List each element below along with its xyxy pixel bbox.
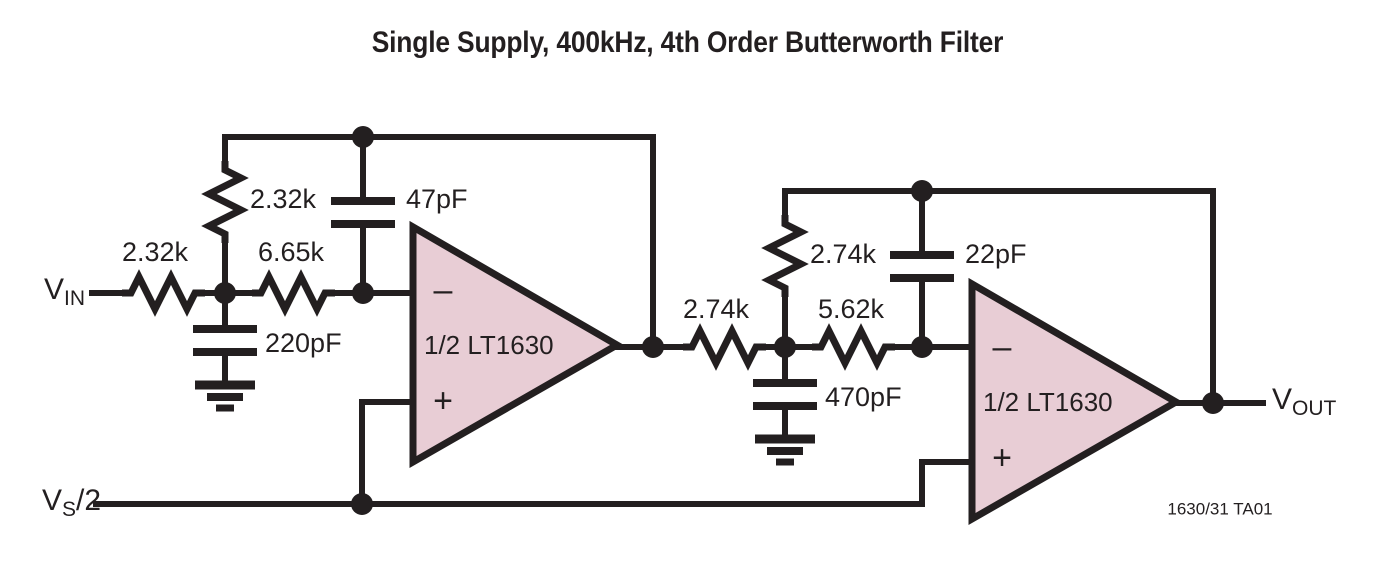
label-c47-value: 47pF — [406, 184, 468, 214]
label-r2-value: 2.32k — [250, 184, 317, 214]
junction-dot-output-2 — [1202, 392, 1224, 414]
opamp-2-label: 1/2 LT1630 — [983, 387, 1113, 417]
junction-dot-output-1 — [642, 336, 664, 358]
label-r6-value: 5.62k — [818, 294, 885, 324]
label-r1-value: 2.32k — [122, 237, 189, 267]
label-doc-code: 1630/31 TA01 — [1167, 499, 1272, 518]
opamp-1-body — [409, 220, 625, 469]
resistor-r4-series-symbol — [683, 323, 766, 371]
label-r4-value: 2.74k — [683, 294, 750, 324]
label-vout: VOUT — [1272, 383, 1337, 420]
junction-dot-c22-rail — [911, 180, 933, 202]
resistor-r6-symbol — [812, 323, 895, 371]
figure-title: Single Supply, 400kHz, 4th Order Butterw… — [371, 26, 1004, 59]
opamp-1-inverting-sign: – — [434, 271, 453, 309]
wire-opamp2-plus-to-vs2 — [359, 459, 975, 507]
junction-dot-c47-rail — [352, 126, 374, 148]
label-c470-value: 470pF — [825, 382, 902, 412]
opamp-1-label: 1/2 LT1630 — [424, 330, 554, 360]
resistor-r3-symbol — [252, 269, 335, 317]
label-c22-value: 22pF — [965, 239, 1027, 269]
opamp-2-inverting-sign: – — [993, 328, 1012, 366]
resistor-r2-feedback-symbol — [201, 161, 249, 243]
junction-dot-vs2-opamp1 — [351, 493, 373, 515]
label-r5-value: 2.74k — [810, 239, 877, 269]
resistor-r5-feedback-symbol — [761, 215, 809, 297]
label-r3-value: 6.65k — [258, 237, 325, 267]
opamp-1-noninverting-sign: + — [433, 382, 453, 420]
junction-dot-inverting-1 — [352, 282, 374, 304]
label-c220-value: 220pF — [265, 328, 342, 358]
label-vs2: VS/2 — [42, 484, 101, 521]
junction-dot-nodeA — [214, 282, 236, 304]
label-vin: VIN — [44, 273, 85, 310]
junction-dot-nodeB — [774, 336, 796, 358]
opamp-2-body — [968, 277, 1184, 526]
wire-opamp1-plus-to-vs2 — [359, 399, 416, 507]
resistor-r1-series-symbol — [122, 269, 205, 317]
junction-dot-inverting-2 — [911, 336, 933, 358]
opamp-2-noninverting-sign: + — [992, 439, 1012, 477]
